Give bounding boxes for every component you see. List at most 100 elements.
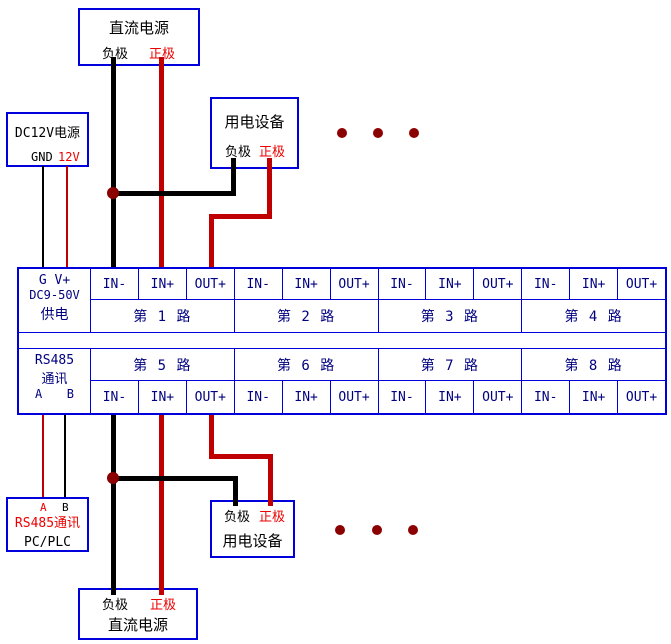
terminal: IN+	[281, 269, 330, 299]
comm-header-line1: RS485	[34, 353, 75, 368]
channel-4-label: 第 4 路	[564, 309, 623, 325]
channel-8-terminals: IN- IN+ OUT+	[522, 381, 665, 413]
rs485-host-b-label: B	[62, 501, 69, 514]
rs485-host-a-label: A	[40, 501, 47, 514]
dc-source-bottom-negative-label: 负极	[102, 598, 129, 613]
terminal: OUT+	[617, 269, 665, 299]
dc12v-supply-title: DC12V电源	[14, 126, 81, 141]
terminal: OUT+	[329, 381, 378, 413]
channel-5: 第 5 路 IN- IN+ OUT+	[90, 349, 234, 413]
terminal: OUT+	[185, 269, 234, 299]
wire-to-out1-terminal	[209, 214, 214, 267]
load-device-bottom-positive-label: 正极	[259, 510, 286, 525]
dc12v-gnd-label: GND	[31, 150, 53, 164]
terminal: IN-	[533, 276, 558, 292]
load-device-top-title: 用电设备	[224, 113, 285, 131]
terminal: IN+	[425, 269, 473, 299]
channel-2: IN- IN+ OUT+ 第 2 路	[233, 269, 378, 332]
continuation-dot	[372, 525, 382, 535]
terminal-block-divider-band	[19, 333, 665, 348]
channel-1-label: 第 1 路	[133, 309, 192, 325]
continuation-dot	[337, 128, 347, 138]
continuation-dot	[373, 128, 383, 138]
terminal: IN+	[137, 269, 186, 299]
terminal: IN+	[137, 381, 186, 413]
channel-1-terminals: IN- IN+ OUT+	[91, 269, 234, 300]
continuation-dot	[409, 128, 419, 138]
wire-dc-positive-to-in1	[159, 57, 164, 267]
channel-6: 第 6 路 IN- IN+ OUT+	[233, 349, 378, 413]
comm-terminal-a: A	[35, 387, 43, 401]
junction-dot-top	[107, 187, 119, 199]
junction-dot-bottom	[107, 472, 119, 484]
channel-5-label: 第 5 路	[91, 349, 234, 381]
load-device-top-positive-label: 正极	[259, 145, 286, 160]
dc-source-bottom-positive-label: 正极	[150, 598, 177, 613]
channel-3: IN- IN+ OUT+ 第 3 路	[377, 269, 522, 332]
channel-3-terminals: IN- IN+ OUT+	[378, 269, 522, 300]
power-header-label: 供电	[40, 307, 69, 323]
terminal-block-top-row: G V+ DC9-50V 供电 IN- IN+ OUT+ 第 1 路 IN- I…	[19, 269, 665, 333]
dc-source-bottom-box: 负极 正极 直流电源	[78, 588, 198, 640]
load-device-bottom-box: 负极 正极 用电设备	[210, 500, 295, 558]
wire-load-bottom-positive-stub	[268, 454, 273, 506]
load-device-bottom-negative-label: 负极	[224, 510, 251, 525]
terminal: OUT+	[473, 269, 521, 299]
channel-2-terminals: IN- IN+ OUT+	[234, 269, 378, 300]
channel-2-label: 第 2 路	[276, 309, 336, 325]
wire-negative-branch-horizontal-top	[111, 191, 236, 196]
channel-5-terminals: IN- IN+ OUT+	[91, 381, 234, 413]
wire-12v-to-vplus-terminal	[66, 166, 68, 267]
rs485-host-line2: PC/PLC	[24, 535, 71, 550]
rs485-host-box: A B RS485通讯 PC/PLC	[6, 497, 89, 552]
wire-rs485-a	[42, 415, 44, 497]
wire-load-top-positive-stub	[267, 158, 272, 219]
comm-terminal-b: B	[66, 387, 74, 401]
comm-header-ab: A B	[19, 387, 90, 401]
load-device-top-negative-label: 负极	[225, 145, 252, 160]
channel-7-terminals: IN- IN+ OUT+	[379, 381, 522, 413]
continuation-dot	[335, 525, 345, 535]
load-device-top-box: 用电设备 负极 正极	[210, 97, 299, 169]
wire-load-bottom-negative-stub	[233, 476, 238, 506]
power-header-terminals: G V+	[38, 273, 71, 288]
dc-source-top-negative-label: 负极	[102, 47, 129, 62]
channel-4: IN- IN+ OUT+ 第 4 路	[521, 269, 665, 332]
wire-positive-branch-horizontal-bottom	[209, 454, 273, 459]
channel-1: IN- IN+ OUT+ 第 1 路	[90, 269, 234, 332]
wire-negative-branch-horizontal-bottom	[111, 476, 238, 481]
dc12v-supply-box: DC12V电源 GND 12V	[6, 112, 89, 167]
wire-from-out5-terminal	[209, 415, 214, 459]
wire-positive-branch-horizontal-top	[209, 214, 272, 219]
terminal: IN+	[569, 269, 617, 299]
wire-in5-to-dc-positive	[159, 415, 164, 595]
rs485-host-line1: RS485通讯	[14, 516, 81, 531]
dc12v-12v-label: 12V	[58, 150, 80, 164]
channel-6-label: 第 6 路	[234, 349, 378, 381]
rs485-comm-header: RS485 通讯 A B	[19, 349, 90, 413]
terminal: IN-	[102, 389, 127, 405]
wire-gnd-to-g-terminal	[42, 166, 44, 267]
terminal: IN+	[281, 381, 330, 413]
channel-3-label: 第 3 路	[420, 309, 480, 325]
channel-7: 第 7 路 IN- IN+ OUT+	[377, 349, 522, 413]
load-device-bottom-title: 用电设备	[222, 532, 283, 550]
terminal: IN-	[390, 276, 414, 292]
terminal: IN-	[246, 389, 270, 405]
channel-8: 第 8 路 IN- IN+ OUT+	[521, 349, 665, 413]
comm-header-line2: 通讯	[41, 372, 68, 387]
dc-source-bottom-title: 直流电源	[107, 616, 168, 634]
dc-source-top-title: 直流电源	[108, 19, 169, 37]
wire-in5-to-dc-negative	[111, 415, 116, 595]
terminal: OUT+	[329, 269, 378, 299]
terminal: IN-	[246, 276, 270, 292]
terminal: IN-	[390, 389, 414, 405]
channel-4-terminals: IN- IN+ OUT+	[522, 269, 665, 300]
terminal: IN+	[569, 381, 617, 413]
terminal: OUT+	[473, 381, 521, 413]
dc-source-top-box: 直流电源 负极 正极	[78, 8, 200, 66]
terminal: IN-	[533, 389, 558, 405]
dc-source-top-positive-label: 正极	[149, 47, 176, 62]
terminal-block: G V+ DC9-50V 供电 IN- IN+ OUT+ 第 1 路 IN- I…	[17, 267, 667, 415]
wire-rs485-b	[64, 415, 66, 497]
